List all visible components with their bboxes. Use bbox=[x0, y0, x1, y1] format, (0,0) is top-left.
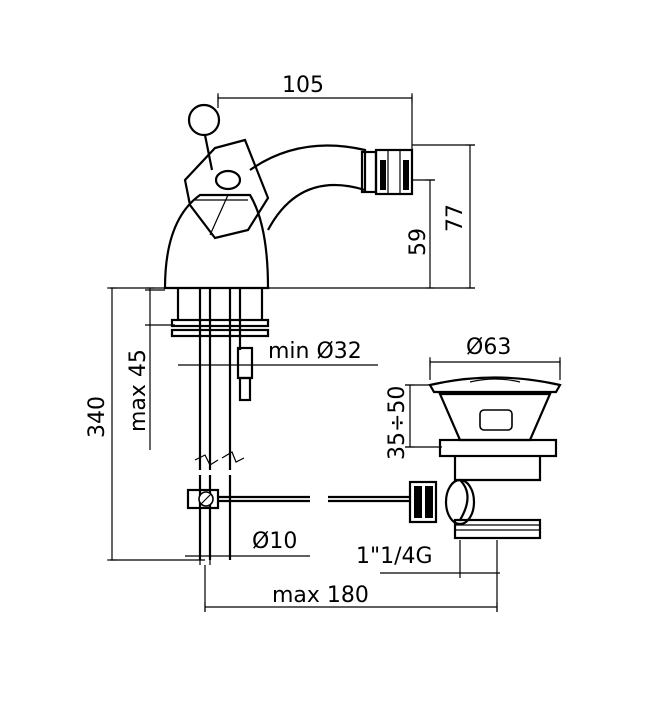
dim-outlet-height: 59 bbox=[406, 228, 431, 256]
dim-spout-reach: 105 bbox=[282, 73, 324, 98]
dim-shank-length: 340 bbox=[85, 396, 110, 438]
dim-rod-diameter: Ø10 bbox=[252, 529, 297, 554]
dim-hole-min: min Ø32 bbox=[268, 339, 362, 364]
mixer-body bbox=[163, 103, 414, 290]
dim-drain-range: 35÷50 bbox=[385, 386, 410, 460]
dim-drain-thread: 1"1/4G bbox=[356, 544, 433, 569]
dim-deck-max: max 45 bbox=[126, 349, 151, 432]
pop-up-drain bbox=[408, 376, 562, 540]
dim-total-height: 77 bbox=[443, 204, 468, 232]
mounting-shanks bbox=[110, 287, 410, 560]
dim-rod-length: max 180 bbox=[272, 583, 369, 608]
dimension-lines bbox=[107, 93, 561, 612]
dim-drain-flange: Ø63 bbox=[466, 335, 511, 360]
